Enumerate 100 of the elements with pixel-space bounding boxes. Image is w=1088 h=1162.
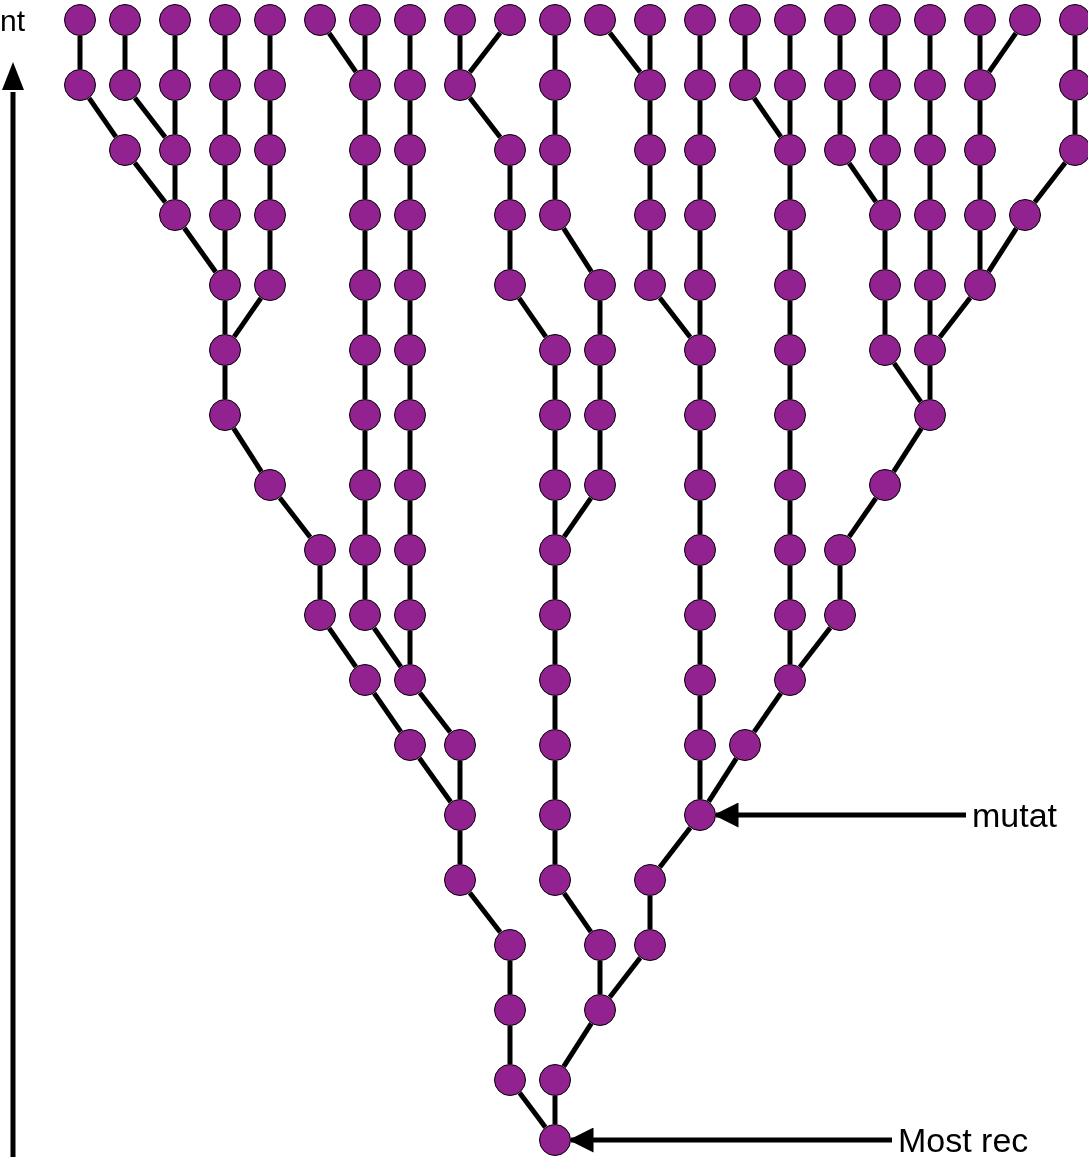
individual-circle: [964, 4, 996, 36]
individual-circle: [539, 664, 571, 696]
individual-circle: [824, 4, 856, 36]
individual-circle: [494, 269, 526, 301]
branch-line: [407, 166, 413, 199]
individual-circle: [394, 469, 426, 501]
individual-circle: [684, 4, 716, 36]
branch-line: [837, 36, 843, 69]
branch-line: [232, 296, 263, 339]
individual-circle: [209, 399, 241, 431]
branch-line: [647, 896, 653, 929]
individual-circle: [64, 69, 96, 101]
individual-circle: [964, 269, 996, 301]
individual-circle: [824, 69, 856, 101]
individual-circle: [774, 199, 806, 231]
branch-line: [752, 96, 783, 139]
annotation-text: mutat: [972, 795, 1058, 835]
branch-line: [697, 761, 703, 799]
branch-line: [552, 501, 558, 534]
branch-line: [927, 101, 933, 134]
individual-circle: [254, 4, 286, 36]
branch-line: [277, 496, 313, 539]
individual-circle: [584, 269, 616, 301]
branch-line: [507, 231, 513, 269]
individual-circle: [584, 469, 616, 501]
individual-circle: [684, 399, 716, 431]
individual-circle: [584, 399, 616, 431]
branch-line: [552, 761, 558, 799]
branch-line: [562, 496, 593, 539]
branch-line: [372, 691, 403, 734]
individual-circle: [394, 729, 426, 761]
branch-line: [787, 501, 793, 534]
individual-circle: [494, 994, 526, 1026]
individual-circle: [209, 269, 241, 301]
individual-circle: [349, 134, 381, 166]
individual-circle: [869, 69, 901, 101]
individual-circle: [64, 4, 96, 36]
individual-circle: [349, 399, 381, 431]
individual-circle: [394, 134, 426, 166]
individual-circle: [634, 199, 666, 231]
individual-circle: [209, 134, 241, 166]
individual-circle: [254, 134, 286, 166]
individual-circle: [684, 69, 716, 101]
individual-circle: [539, 729, 571, 761]
branch-line: [222, 231, 228, 269]
branch-line: [787, 301, 793, 334]
branch-line: [407, 431, 413, 469]
individual-circle: [914, 269, 946, 301]
branch-line: [407, 231, 413, 269]
branch-line: [362, 301, 368, 334]
individual-circle: [584, 334, 616, 366]
branch-line: [552, 166, 558, 199]
branch-line: [697, 501, 703, 534]
individual-circle: [539, 469, 571, 501]
individual-circle: [209, 199, 241, 231]
branch-line: [407, 36, 413, 69]
individual-circle: [254, 469, 286, 501]
branch-line: [927, 166, 933, 199]
individual-circle: [869, 469, 901, 501]
branch-line: [977, 36, 983, 69]
branch-line: [561, 1022, 594, 1068]
individual-circle: [494, 929, 526, 961]
branch-line: [787, 566, 793, 599]
branch-line: [222, 36, 228, 69]
branch-line: [787, 36, 793, 69]
individual-circle: [539, 1124, 571, 1156]
individual-circle: [444, 729, 476, 761]
branch-line: [697, 166, 703, 199]
branch-line: [891, 427, 924, 473]
branch-line: [222, 301, 228, 334]
branch-line: [607, 956, 643, 999]
individual-circle: [684, 469, 716, 501]
branch-line: [787, 366, 793, 399]
branch-line: [597, 961, 603, 994]
branch-line: [597, 301, 603, 334]
individual-circle: [1009, 4, 1041, 36]
branch-line: [552, 101, 558, 134]
branch-line: [362, 366, 368, 399]
branch-line: [1032, 161, 1068, 204]
individual-circle: [494, 199, 526, 231]
branch-line: [407, 301, 413, 334]
individual-circle: [494, 4, 526, 36]
individual-circle: [914, 334, 946, 366]
individual-circle: [914, 4, 946, 36]
branch-line: [267, 166, 273, 199]
individual-circle: [964, 69, 996, 101]
individual-circle: [254, 269, 286, 301]
individual-circle: [634, 69, 666, 101]
branch-line: [647, 166, 653, 199]
branch-line: [697, 566, 703, 599]
individual-circle: [494, 134, 526, 166]
branch-line: [122, 36, 128, 69]
branch-line: [231, 427, 264, 473]
individual-circle: [109, 69, 141, 101]
branch-line: [697, 231, 703, 269]
individual-circle: [869, 134, 901, 166]
individual-circle: [684, 799, 716, 831]
annotation-text: Most rec: [898, 1120, 1029, 1160]
branch-line: [837, 566, 843, 599]
branch-line: [892, 361, 923, 404]
